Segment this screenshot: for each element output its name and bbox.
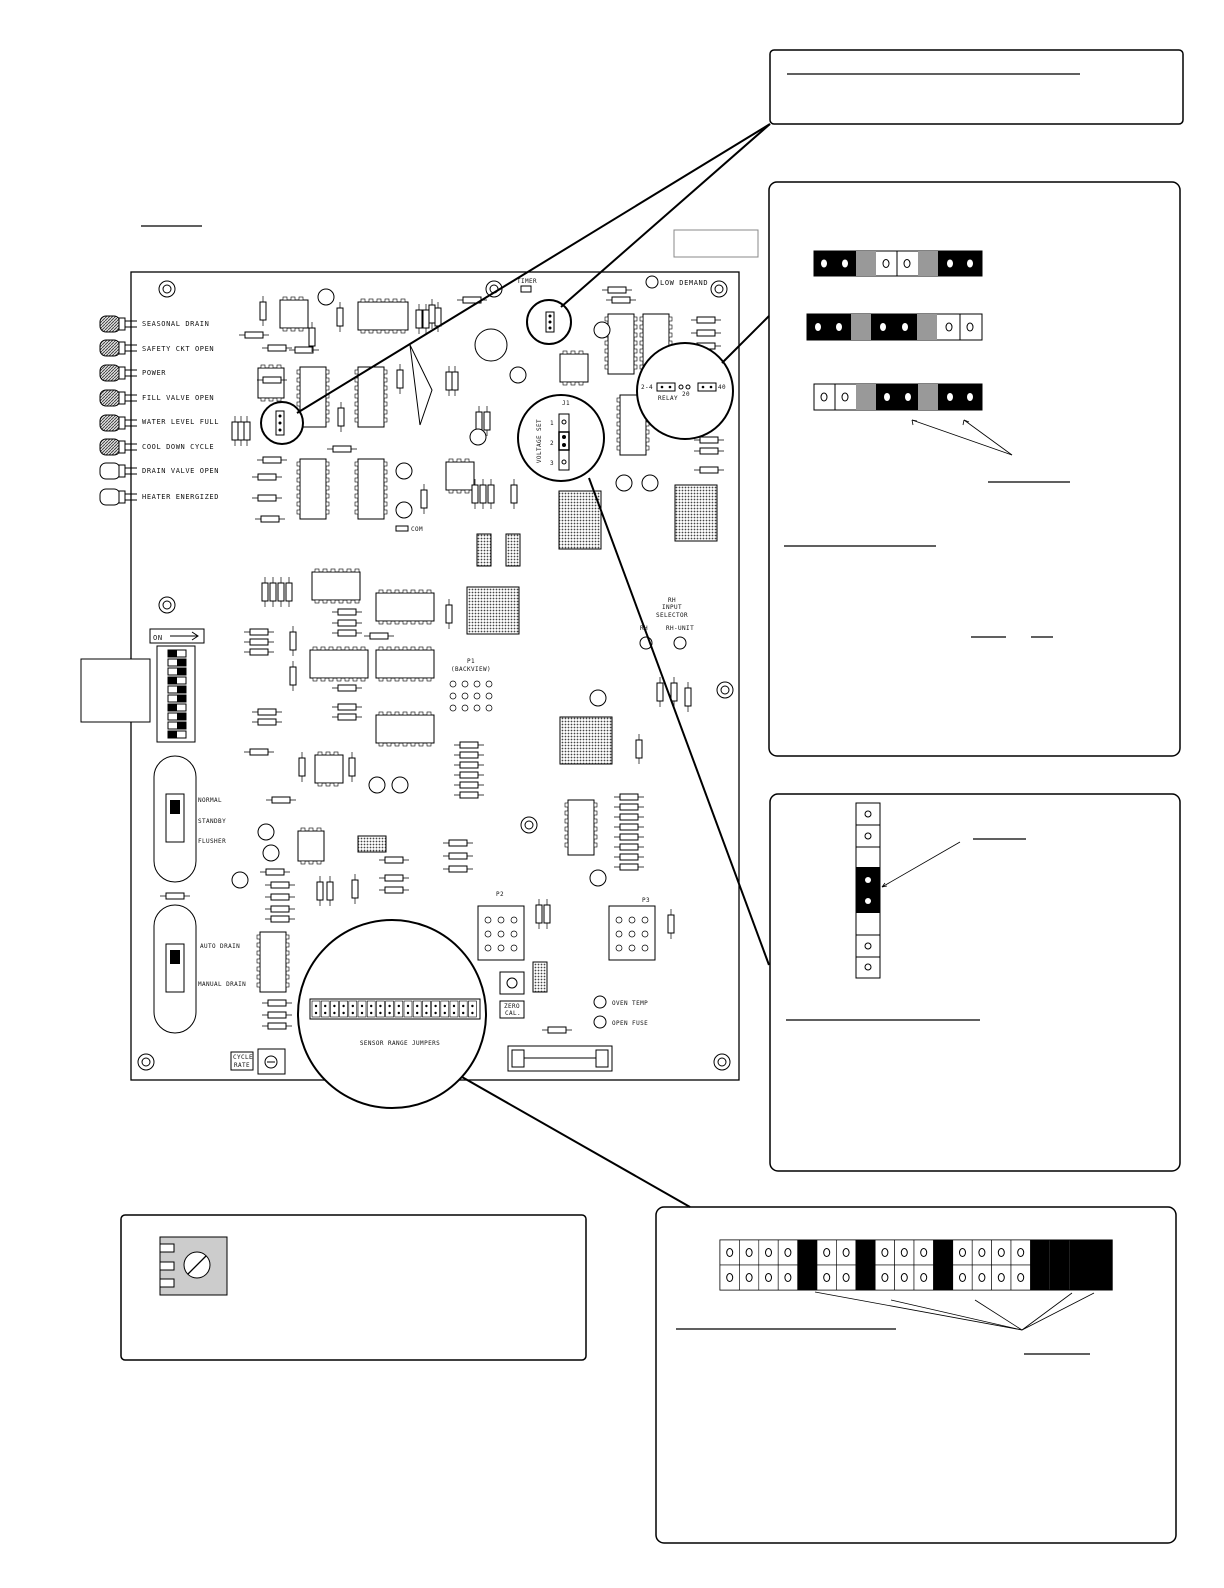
mode-switch[interactable]: NORMAL STANDBY FLUSHER [153,755,226,883]
led-label-drain-valve-open: DRAIN VALVE OPEN [142,467,219,475]
voltage-jumper-diagram [855,802,881,979]
drain-switch[interactable]: AUTO DRAIN MANUAL DRAIN [153,904,246,1034]
relay-jumper-diagram-1 [813,250,983,277]
misc-components [231,288,659,889]
magnifier-voltage-set: J1 VOLTAGE SET 1 2 3 [517,394,605,482]
volt-pos-1: 1 [550,420,554,427]
dip-switch[interactable]: ON [149,628,205,743]
rh-option-rh-unit: RH-UNIT [666,625,694,632]
mounting-holes [137,280,734,1071]
led-label-cool-down-cycle: COOL DOWN CYCLE [142,443,214,451]
open-fuse-label: OPEN FUSE [612,1020,648,1027]
com-label: COM [411,526,423,533]
relay-label: RELAY [658,395,678,402]
rh-input-line-1: RH [668,597,676,604]
volt-pos-3: 3 [550,460,554,467]
callout-box-potentiometer [120,1214,587,1361]
magnifier-timer-jumper [526,299,572,345]
drain-label-manual: MANUAL DRAIN [198,981,246,988]
dip-switch-on-label: ON [153,634,163,642]
p1-label: P1 [467,658,475,665]
leader-lines [296,123,771,1208]
rh-input-line-3: SELECTOR [656,612,688,619]
relay-jumper-diagram-3 [813,383,983,411]
relay-mid-label: 20 [682,391,690,398]
led-label-safety-ckt-open: SAFETY CKT OPEN [142,345,214,353]
relay-left-label: 2-4 [641,384,653,391]
magnifier-sensor-range: SENSOR RANGE JUMPERS [297,919,487,1109]
relay-jumper-diagram-2 [806,313,983,341]
led-label-heater-energized: HEATER ENERGIZED [142,493,219,501]
timer-label: TIMER [517,278,537,285]
relay-right-label: 40 [718,384,726,391]
magnifier-relay: 2-4 20 40 RELAY [636,342,734,440]
callout-box-voltage [769,793,1181,1172]
magnifier-small-jumper [260,401,304,445]
led-label-water-level-full: WATER LEVEL FULL [142,418,219,426]
oven-temp-label: OVEN TEMP [612,1000,648,1007]
led-labels: SEASONAL DRAIN SAFETY CKT OPEN POWER FIL… [142,320,219,501]
led-label-seasonal-drain: SEASONAL DRAIN [142,320,209,328]
mode-label-flusher: FLUSHER [198,838,226,845]
sensor-jumper-diagram [719,1239,1113,1291]
p1-backview-label: (BACKVIEW) [451,666,491,673]
j1-label: J1 [562,400,570,407]
status-leds [99,315,137,506]
mode-label-normal: NORMAL [198,797,222,804]
low-demand-label: LOW DEMAND [660,279,708,287]
p3-label: P3 [642,897,650,904]
cycle-rate-line-2: RATE [234,1062,250,1069]
mode-label-standby: STANDBY [198,818,226,825]
callout-box-sensor [655,1206,1177,1544]
led-label-power: POWER [142,369,166,377]
relay-jumper-arrows [911,419,1013,456]
voltage-set-label: VOLTAGE SET [536,419,543,463]
sensor-range-label: SENSOR RANGE JUMPERS [360,1040,440,1047]
led-label-fill-valve-open: FILL VALVE OPEN [142,394,214,402]
cycle-rate-line-1: CYCLE [233,1054,253,1061]
p2-label: P2 [496,891,504,898]
integrated-circuits [256,296,718,993]
zero-cal-line-1: ZERO [504,1003,520,1010]
callout-box-relay [768,181,1181,757]
resistors [160,286,724,1034]
rh-input-line-2: INPUT [662,604,682,611]
callout-box-top [769,49,1184,125]
zero-cal-line-2: CAL. [505,1010,521,1017]
volt-pos-2: 2 [550,440,554,447]
drain-label-auto: AUTO DRAIN [200,943,240,950]
